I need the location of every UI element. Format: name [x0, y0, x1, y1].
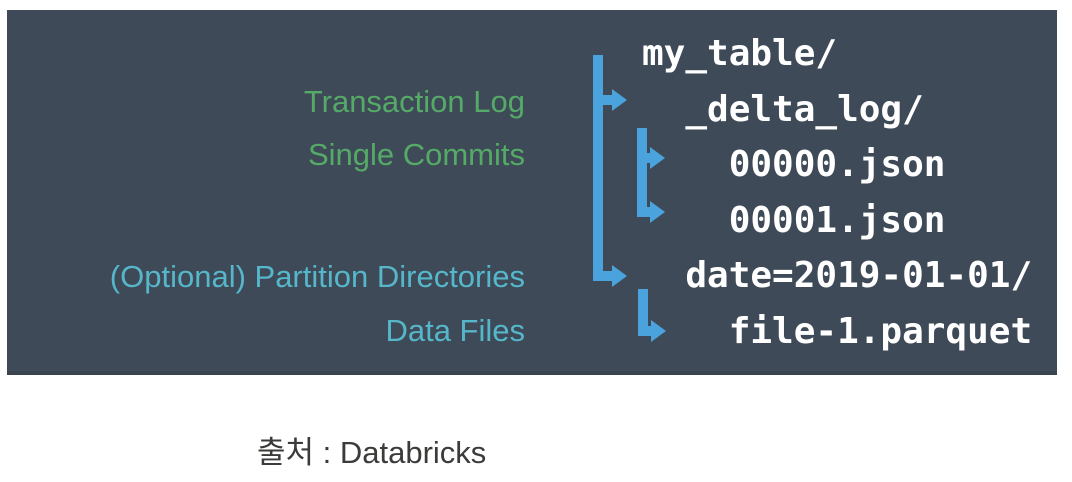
tree-line-json-00000: 00000.json	[642, 144, 946, 185]
file-tree: my_table/ _delta_log/ 00000.json 00001.j…	[642, 26, 1032, 359]
tree-connectors	[593, 55, 666, 342]
trunk-my-table-arrow	[593, 55, 627, 287]
diagram-panel: Transaction Log Single Commits (Optional…	[7, 10, 1057, 375]
tree-line-partition-dir: date=2019-01-01/	[642, 255, 1033, 296]
branch-parquet-file-arrow	[638, 289, 666, 342]
source-caption: 출처 : Databricks	[257, 435, 487, 470]
branch-delta-log-arrow	[598, 89, 627, 111]
branch-json-0-arrow	[642, 147, 665, 169]
label-data-files: Data Files	[385, 313, 525, 348]
tree-line-delta-log: _delta_log/	[642, 88, 924, 130]
label-single-commits: Single Commits	[307, 137, 525, 172]
label-partition-directories: (Optional) Partition Directories	[109, 259, 525, 294]
tree-line-json-00001: 00001.json	[642, 199, 946, 241]
tree-line-parquet-file: file-1.parquet	[642, 310, 1033, 352]
label-transaction-log: Transaction Log	[303, 84, 525, 119]
tree-line-my-table: my_table/	[642, 33, 838, 74]
